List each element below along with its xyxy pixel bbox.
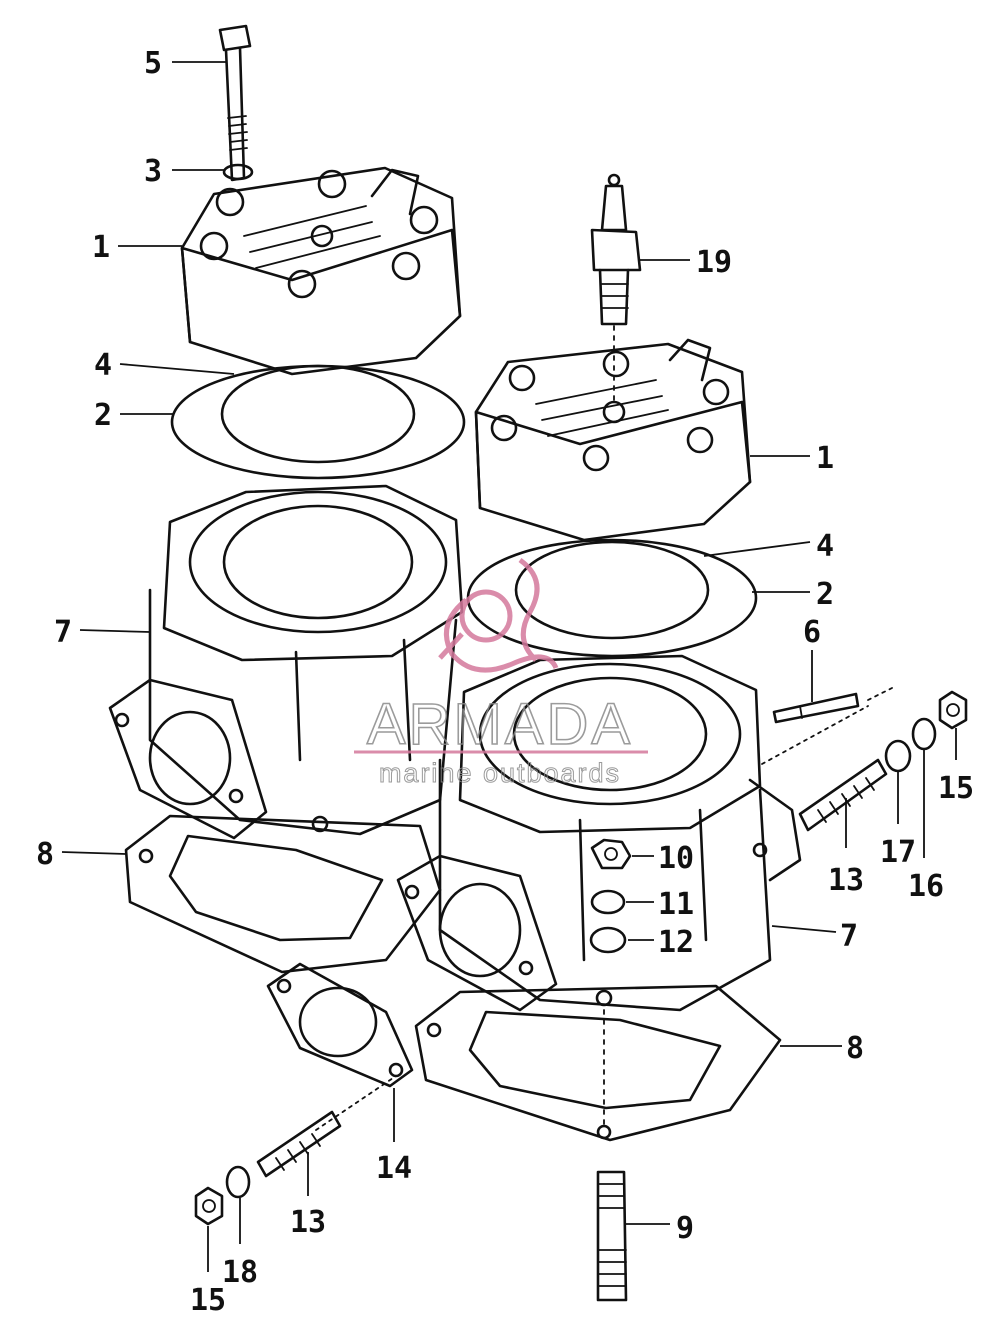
callout-label-10: 10: [658, 841, 694, 876]
callout-label-1-right: 1: [816, 441, 834, 476]
callout-label-17: 17: [880, 835, 916, 870]
callout-7-right: 7: [771, 919, 858, 954]
part-base-gasket-8-left: [124, 814, 442, 974]
watermark-brand: ARMADA: [367, 692, 633, 757]
part-exhaust-gasket-14: [266, 962, 414, 1088]
callout-label-15-left: 15: [190, 1283, 226, 1318]
callout-label-13-left: 13: [290, 1205, 326, 1240]
callout-label-16: 16: [908, 869, 944, 904]
callout-label-19: 19: [696, 245, 732, 280]
callout-14: 14: [376, 1088, 412, 1186]
part-stud-13-right: [798, 758, 888, 832]
watermark-tagline: marine outboards: [379, 758, 621, 788]
part-cylinder-head-1-right: [474, 338, 752, 542]
callout-label-4-right: 4: [816, 529, 834, 564]
stud-13-axis-line: [315, 1075, 397, 1131]
callout-label-1-left: 1: [92, 230, 110, 265]
callout-18: 18: [222, 1198, 258, 1290]
callout-label-11: 11: [658, 887, 694, 922]
callout-label-9: 9: [676, 1211, 694, 1246]
callout-19: 19: [638, 245, 732, 280]
callout-15-left: 15: [190, 1226, 226, 1318]
part-washer-18: [225, 1165, 251, 1199]
callout-1-right: 1: [750, 441, 834, 476]
callout-label-8-right: 8: [846, 1031, 864, 1066]
armada-logo-icon: [438, 557, 559, 673]
callout-label-6: 6: [803, 615, 821, 650]
callout-label-12: 12: [658, 925, 694, 960]
part-nut-15-left: [194, 1186, 224, 1226]
part-base-gasket-8-right: [414, 984, 782, 1142]
callout-8-right: 8: [780, 1031, 864, 1066]
callout-10: 10: [632, 841, 694, 876]
callout-5: 5: [144, 46, 226, 81]
callout-8-left: 8: [36, 837, 127, 872]
callout-16: 16: [908, 750, 944, 904]
part-washer-11: [590, 889, 626, 915]
callout-label-18: 18: [222, 1255, 258, 1290]
callout-9: 9: [626, 1211, 694, 1246]
callout-13-left: 13: [290, 1152, 326, 1240]
callout-label-13-right: 13: [828, 863, 864, 898]
callout-label-4-left: 4: [94, 348, 112, 383]
callout-4-right: 4: [703, 529, 834, 564]
part-washer-12: [589, 926, 627, 954]
callout-label-2-left: 2: [94, 398, 112, 433]
callout-6: 6: [803, 615, 821, 702]
callout-3: 3: [144, 154, 224, 189]
callout-12: 12: [628, 925, 694, 960]
callout-label-3: 3: [144, 154, 162, 189]
callout-15-right: 15: [938, 728, 974, 806]
part-bolt-5: [218, 24, 252, 182]
part-oring-4-left: [220, 364, 416, 464]
part-washer-3: [222, 163, 254, 181]
callout-7-left: 7: [54, 615, 151, 650]
part-stud-13-left: [256, 1110, 342, 1178]
part-nut-10: [590, 838, 632, 870]
part-cylinder-head-1-left: [180, 166, 462, 376]
callout-2-right: 2: [752, 577, 834, 612]
callout-17: 17: [880, 772, 916, 870]
callout-1-left: 1: [92, 230, 182, 265]
part-pin-6: [761, 687, 893, 765]
part-spark-plug-19: [590, 173, 642, 326]
part-cylinder-7-right: [396, 654, 802, 1012]
callout-13-right: 13: [828, 798, 864, 898]
callout-label-2-right: 2: [816, 577, 834, 612]
callout-label-8-left: 8: [36, 837, 54, 872]
part-stud-9: [596, 1170, 628, 1302]
callout-label-7-right: 7: [840, 919, 858, 954]
callout-label-7-left: 7: [54, 615, 72, 650]
callout-2-left: 2: [94, 398, 174, 433]
callout-11: 11: [626, 887, 694, 922]
part-gasket-2-left: [170, 364, 466, 480]
part-washer-17: [884, 739, 912, 773]
part-nut-15-right: [938, 690, 968, 730]
part-washer-16: [911, 717, 937, 751]
armada-watermark: ARMADA marine outboards: [354, 557, 648, 789]
part-oring-4-right: [514, 540, 710, 640]
callout-4-left: 4: [94, 348, 235, 383]
callout-label-5: 5: [144, 46, 162, 81]
callout-label-14: 14: [376, 1151, 412, 1186]
callout-label-15-right: 15: [938, 771, 974, 806]
